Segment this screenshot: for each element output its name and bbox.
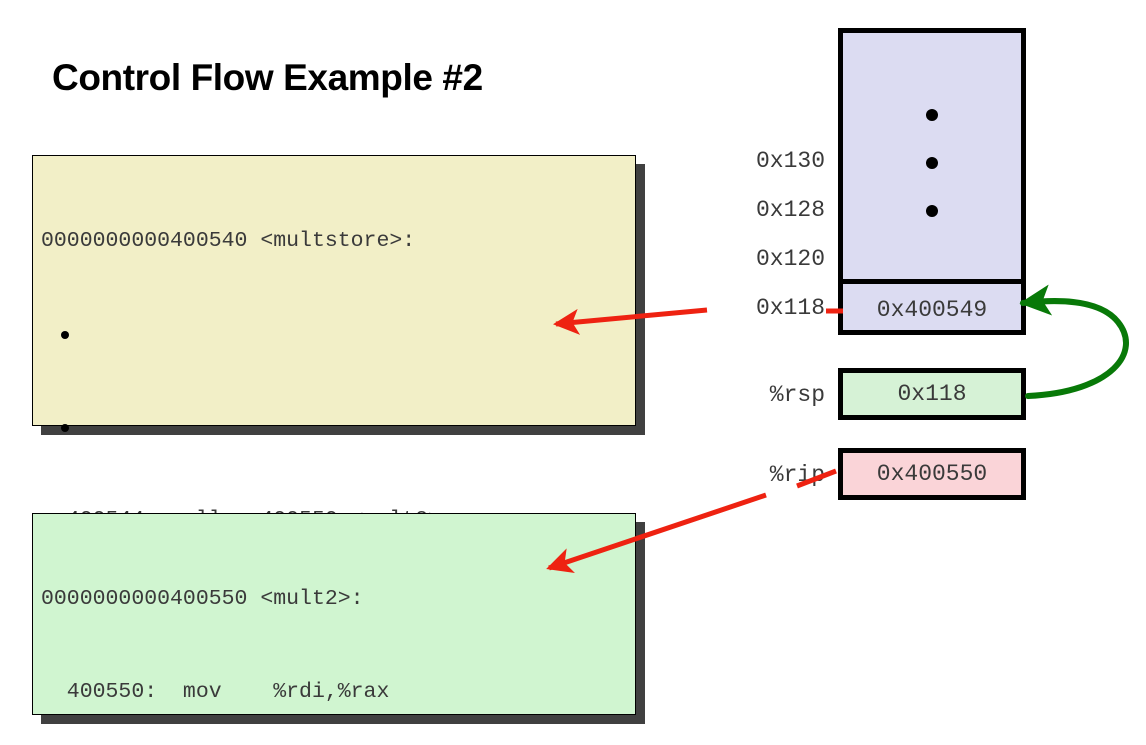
stack-address-label-0x128: 0x128 <box>755 197 825 223</box>
bullet-icon <box>926 109 938 121</box>
bullet-icon <box>926 157 938 169</box>
bullet-icon <box>61 331 69 339</box>
callee-code-box: 0000000000400550 <mult2>: 400550: mov %r… <box>32 513 636 715</box>
register-value-rsp: 0x118 <box>838 368 1026 420</box>
stack-address-label-0x120: 0x120 <box>755 246 825 272</box>
stack-address-label-0x118: 0x118 <box>755 295 825 321</box>
code-line-header: 0000000000400540 <multstore>: <box>41 229 416 253</box>
code-line-mov-rdi-rax: 400550: mov %rdi,%rax <box>41 680 390 704</box>
bullet-icon <box>926 205 938 217</box>
code-line-ellipsis <box>41 412 635 443</box>
stack-unused-region <box>843 33 1021 284</box>
stack-address-label-0x130: 0x130 <box>755 148 825 174</box>
register-label-rsp: %rsp <box>769 382 825 408</box>
page-title: Control Flow Example #2 <box>52 57 483 98</box>
stack-diagram: 0x400549 <box>838 28 1026 335</box>
register-label-rip: %rip <box>769 462 825 488</box>
caller-code-box: 0000000000400540 <multstore>: 400544: ca… <box>32 155 636 711</box>
bullet-icon <box>61 424 69 432</box>
register-value-rip: 0x400550 <box>838 448 1026 500</box>
stack-cell-return-address: 0x400549 <box>876 296 988 323</box>
code-line-header: 0000000000400550 <mult2>: <box>41 587 364 611</box>
code-line-ellipsis <box>41 319 635 350</box>
green-arrow-rsp-to-stack-slot <box>1019 284 1129 399</box>
